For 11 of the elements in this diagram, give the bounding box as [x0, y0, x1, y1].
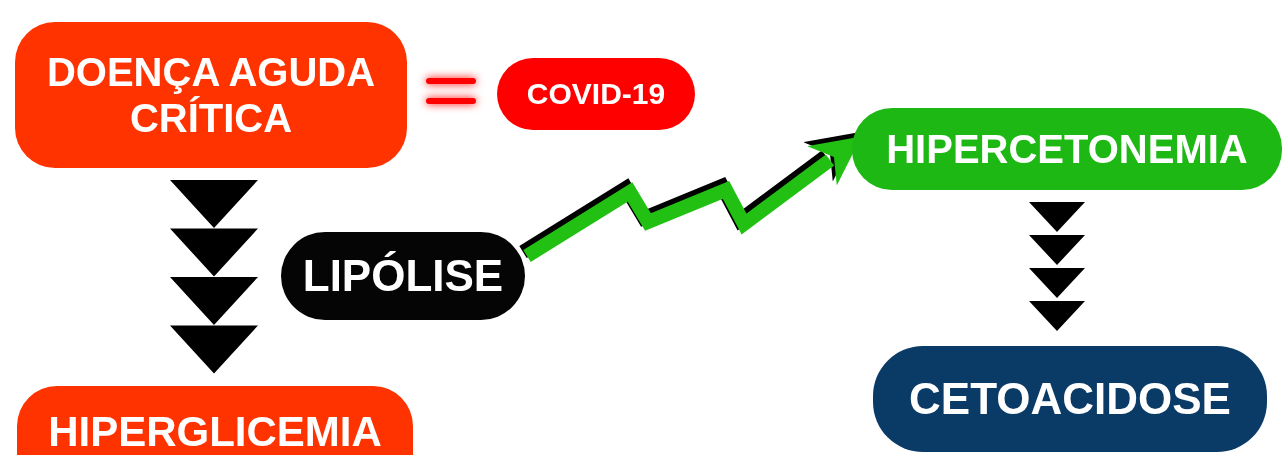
- equals-connector: [426, 78, 476, 104]
- box-label: HIPERCETONEMIA: [886, 126, 1248, 172]
- box-label: COVID-19: [526, 76, 666, 112]
- box-label: CETOACIDOSE: [909, 373, 1231, 425]
- box-label: LIPÓLISE: [302, 250, 504, 302]
- rounded-box: [15, 22, 407, 168]
- rounded-box: [281, 232, 525, 320]
- box-label: DOENÇA AGUDA CRÍTICA: [45, 49, 377, 141]
- box-label: HIPERGLICEMIA: [48, 408, 382, 455]
- chevron-arrow: [1029, 202, 1085, 331]
- chevron-arrow: [170, 180, 258, 374]
